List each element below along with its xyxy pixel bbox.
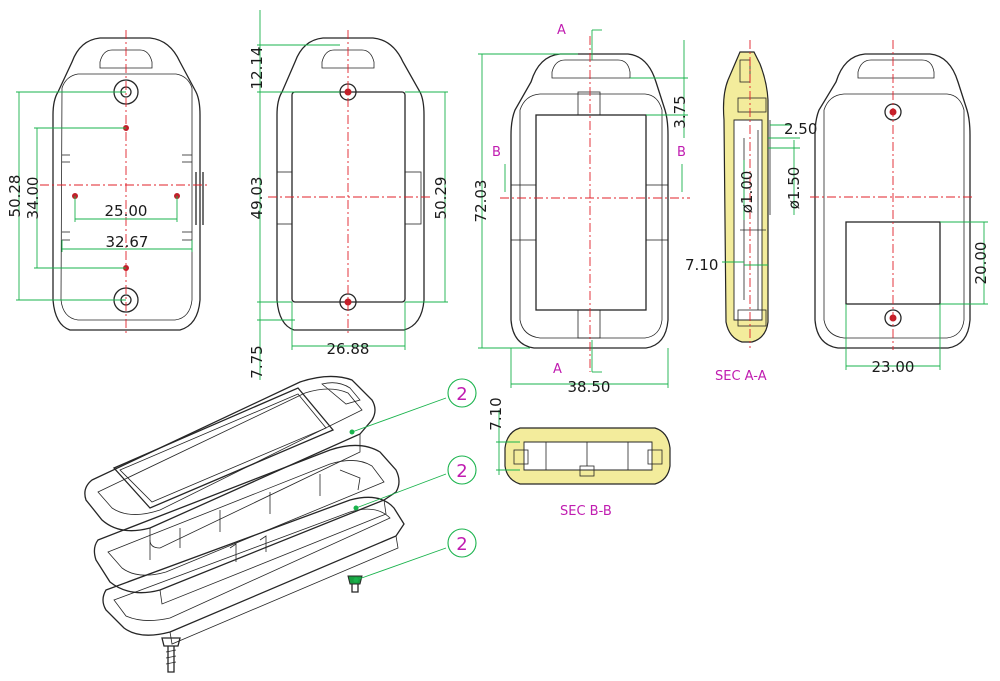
dim-50-29: 50.29: [432, 177, 450, 220]
section-b-b: 7.10 SEC B-B: [487, 397, 671, 519]
balloon-2: 2: [456, 461, 467, 482]
dim-26-88: 26.88: [327, 340, 370, 358]
dim-25-00: 25.00: [105, 202, 148, 220]
dim-7-10-a: 7.10: [685, 256, 718, 274]
dim-3-75: 3.75: [671, 95, 689, 128]
dim-38-50: 38.50: [568, 378, 611, 396]
dim-72-03: 72.03: [472, 180, 490, 223]
view-5-back: 20.00 23.00: [810, 40, 990, 376]
dim-7-75: 7.75: [248, 345, 266, 378]
dim-20-00: 20.00: [972, 242, 990, 285]
view-1-top: 50.28 34.00 25.00 32.67: [6, 30, 210, 335]
dim-dia-1-50: ø1.50: [785, 167, 803, 210]
exploded-assembly: 2 2 2: [84, 375, 477, 673]
label-sec-b-b: SEC B-B: [560, 504, 612, 519]
dim-49-03: 49.03: [248, 177, 266, 220]
cut-b-left: B: [492, 145, 501, 160]
dim-7-10-b: 7.10: [487, 397, 505, 430]
dim-23-00: 23.00: [872, 358, 915, 376]
dim-12-14: 12.14: [248, 47, 266, 90]
balloon-1: 2: [456, 384, 467, 405]
section-a-a: 2.50 ø1.00 ø1.50 7.10 SEC A-A: [685, 40, 817, 384]
cut-a-bottom: A: [553, 362, 562, 377]
view-3-front: A A B B 72.03 3.75 38.50: [472, 23, 690, 396]
dim-50-28: 50.28: [6, 175, 24, 218]
balloon-3: 2: [456, 534, 467, 555]
cut-a-top: A: [557, 23, 566, 38]
view-2-inside: 12.14 49.03 50.29 26.88 7.75: [248, 10, 450, 380]
dim-dia-1-00: ø1.00: [738, 171, 756, 214]
cut-b-right: B: [677, 145, 686, 160]
dim-2-50: 2.50: [784, 120, 817, 138]
label-sec-a-a: SEC A-A: [715, 369, 767, 384]
dim-34-00: 34.00: [24, 177, 42, 220]
dim-32-67: 32.67: [106, 233, 149, 251]
